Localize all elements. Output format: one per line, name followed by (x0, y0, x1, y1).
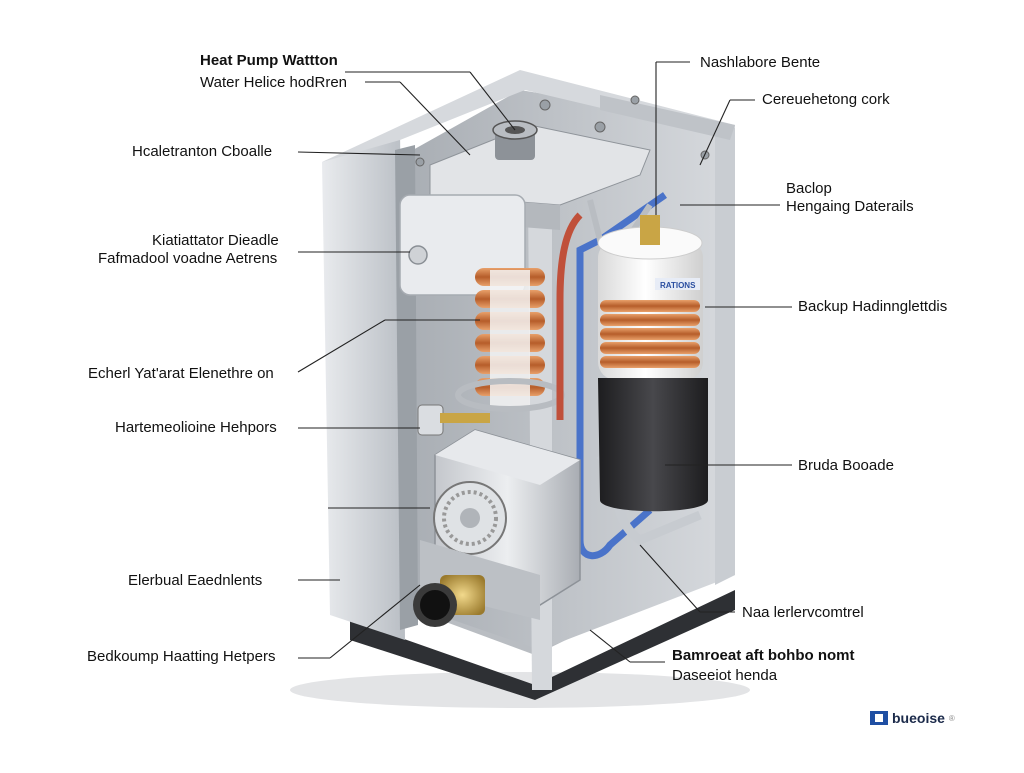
copper-coil-left (455, 268, 565, 412)
label-title-line1: Heat Pump Wattton (200, 52, 338, 69)
label-radiator-line2: Fafmadool voadne Aetrens (98, 250, 278, 267)
label-cereuhetong: Cereuehetong cork (762, 91, 890, 108)
label-backup-heating: Backup Hadinnglettdis (798, 298, 948, 315)
left-panel (322, 128, 405, 640)
right-post (715, 125, 735, 585)
red-pipe (556, 212, 583, 420)
label-bedkoump: Bedkoump Haatting Hetpers (87, 648, 276, 665)
label-elerbual: Elerbual Eaednlents (128, 572, 263, 589)
tank-label: RATIONS (660, 281, 696, 290)
label-echerl-element: Echerl Yat'arat Elenethre on (88, 365, 274, 382)
brand-name: bueoise (892, 710, 945, 726)
label-radiator-line1: Kiatiattator Dieadle (152, 232, 279, 249)
label-hartmeolione: Hartemeolioine Hehpors (115, 419, 277, 436)
backup-tank: RATIONS (597, 215, 708, 512)
label-title-line2: Water Helice hodRren (200, 74, 348, 91)
brand-registered: ® (948, 713, 955, 723)
label-nashabore: Nashlabore Bente (700, 54, 821, 71)
leader-lines (297, 61, 792, 663)
label-bamroeat-line2: Daseeiot henda (672, 667, 778, 684)
label-bamroeat-line1: Bamroeat aft bohbo nomt (672, 647, 855, 664)
label-bruda: Bruda Booade (798, 457, 894, 474)
brand-logo: bueoise ® (870, 710, 955, 726)
brand-mark-icon (870, 711, 888, 725)
label-naa: Naa lerlervcomtrel (742, 604, 864, 621)
blue-pipe (576, 192, 667, 560)
label-hedrator-coalle: Hcaletranton Cboalle (132, 143, 273, 160)
top-rim-right (600, 95, 735, 140)
brass-outlet (413, 575, 485, 627)
label-backup-line1: Baclop (786, 180, 832, 197)
label-backup-line2: Hengaing Daterails (786, 198, 914, 215)
compressor-motor (420, 429, 581, 620)
valve-left (417, 404, 490, 436)
